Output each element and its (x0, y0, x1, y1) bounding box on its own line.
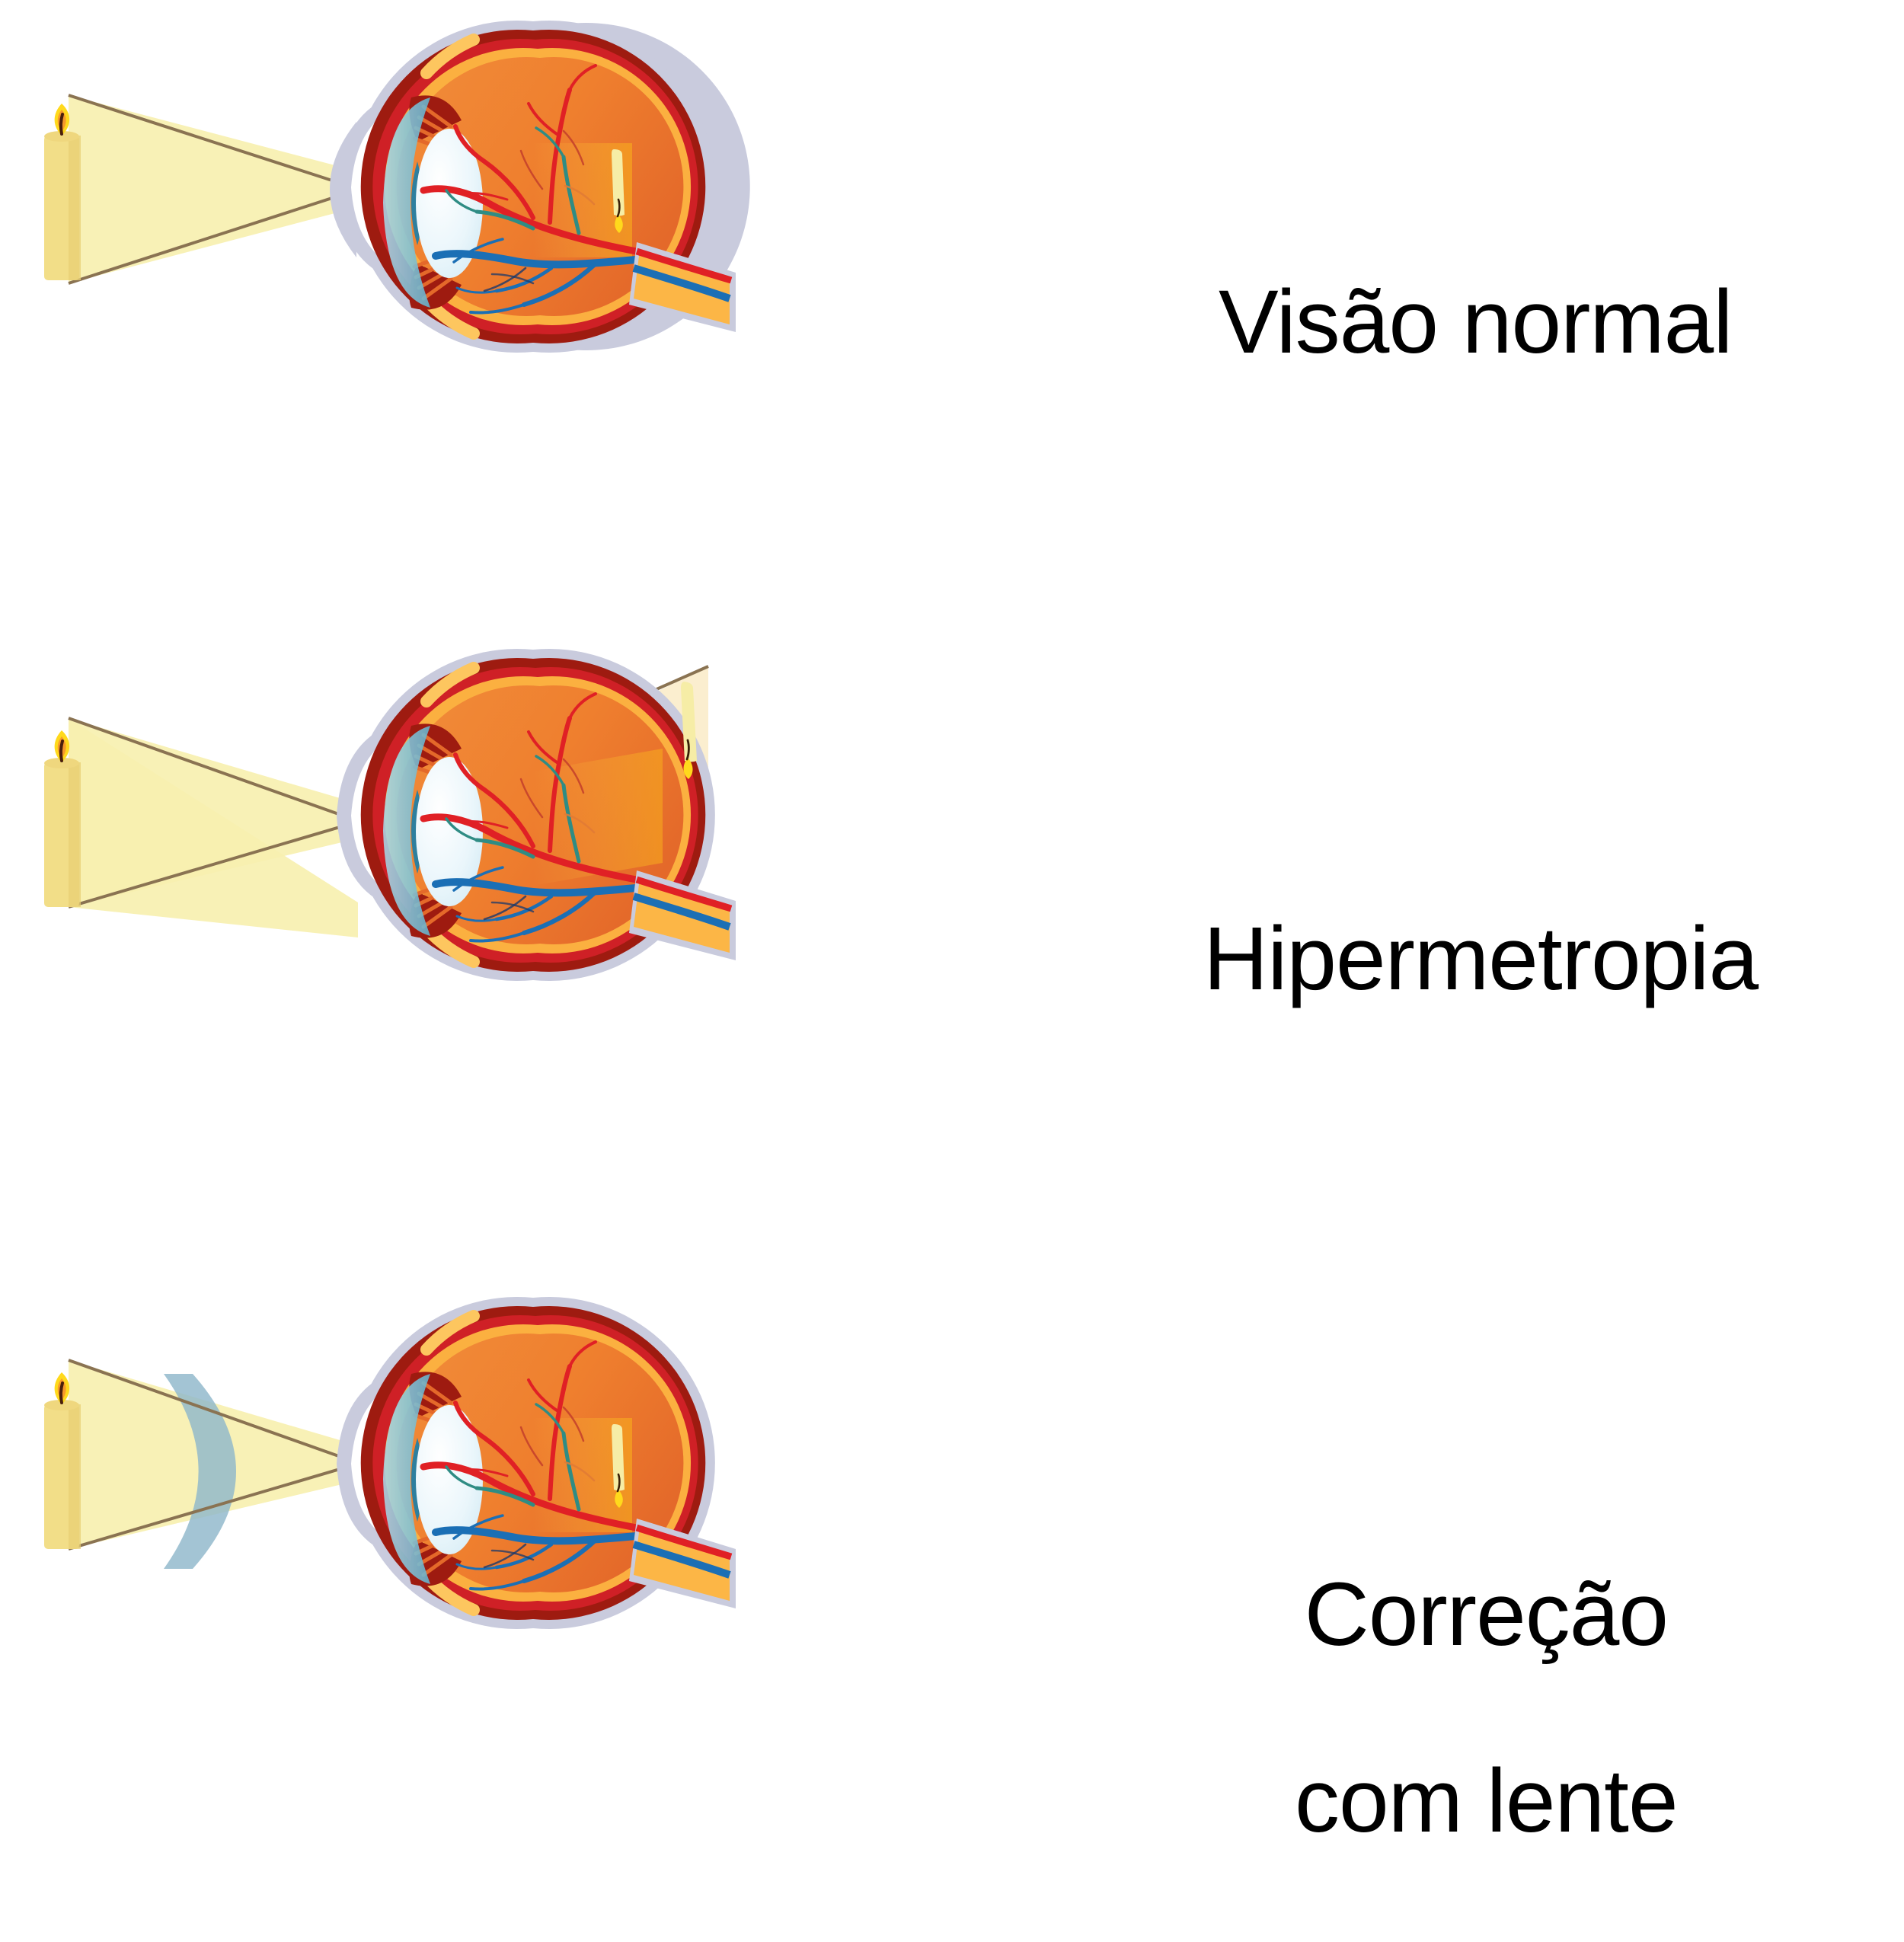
panel-hypermetropia: Hipermetropia (0, 634, 1904, 1269)
candle-object-correction (44, 1372, 81, 1549)
eye-diagram-correction (0, 1269, 1180, 1903)
panel-label-correction-line2: com lente (1295, 1751, 1679, 1852)
inverted-image-behind-retina-hypermetropia (681, 682, 697, 779)
candle-object-hypermetropia (44, 730, 81, 907)
candle-object-normal (44, 104, 81, 280)
optic-nerve-hypermetropia (629, 870, 736, 960)
retinal-vessels-correction (420, 1340, 648, 1591)
eye-diagram-hypermetropia (0, 634, 1180, 1269)
panel-label-normal: Visão normal (1219, 272, 1733, 372)
eye-diagram-normal (0, 0, 1180, 634)
panel-correction-with-lens: Correção com lente (0, 1269, 1904, 1903)
optic-nerve-normal (629, 242, 736, 332)
panel-normal-vision: Visão normal (0, 0, 1904, 634)
corrective-lens-icon (164, 1374, 236, 1569)
panel-label-hypermetropia: Hipermetropia (1203, 909, 1759, 1009)
panel-label-correction: Correção com lente (1295, 1474, 1679, 1942)
inverted-image-on-retina-correction (612, 1424, 625, 1508)
retinal-vessels-hypermetropia (420, 692, 648, 943)
optic-nerve-correction (629, 1519, 736, 1608)
retinal-vessels-normal (420, 64, 648, 315)
panel-label-correction-line1: Correção (1304, 1564, 1669, 1665)
inverted-image-on-retina-normal (612, 149, 625, 233)
